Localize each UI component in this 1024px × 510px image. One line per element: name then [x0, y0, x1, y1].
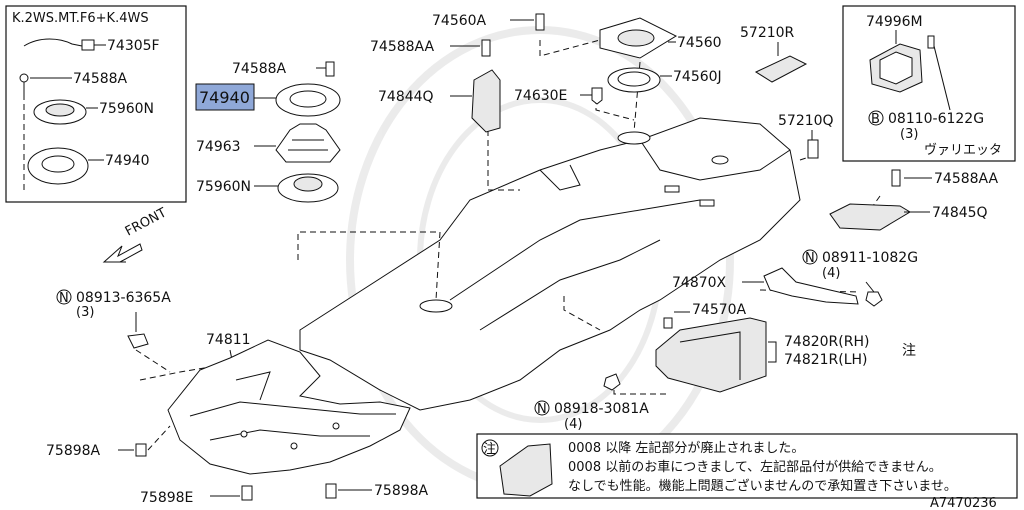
inset-label-74996M: 74996M: [866, 14, 923, 30]
label-57210Q: 57210Q: [778, 113, 834, 129]
label-75898A-bottom: 75898A: [374, 483, 429, 499]
label-08913: 08913-6365A: [76, 290, 171, 306]
label-74845Q: 74845Q: [932, 205, 988, 221]
qty-08913: (3): [76, 305, 94, 320]
label-74963: 74963: [196, 139, 241, 155]
inset-right: 74996M B 08110-6122G (3) ヴァリエッタ: [842, 5, 1016, 162]
bolt-74588A: [325, 61, 335, 77]
label-74820R: 74820R(RH): [784, 334, 869, 350]
inset-label-74588A: 74588A: [73, 71, 128, 87]
label-74588A: 74588A: [232, 61, 287, 77]
label-74560: 74560: [677, 35, 722, 51]
label-74940: 74940: [199, 88, 250, 107]
label-74560A: 74560A: [432, 13, 487, 29]
label-74821R: 74821R(LH): [784, 352, 868, 368]
label-74630E: 74630E: [514, 88, 567, 104]
bolt-74588AA-top: [481, 39, 491, 57]
label-74870X: 74870X: [672, 275, 727, 291]
floor-pan: [299, 117, 801, 411]
b-symbol: [868, 110, 884, 126]
label-75898E: 75898E: [140, 490, 193, 506]
label-74940-highlight: [195, 83, 255, 111]
inset-qty: (3): [900, 127, 918, 142]
n-symbol-08911: [802, 249, 818, 265]
cable-74305F: [81, 39, 95, 51]
label-74560J: 74560J: [673, 69, 722, 85]
cover-74845Q: [829, 203, 911, 231]
bracket-74820R: [655, 317, 767, 393]
label-75960N: 75960N: [196, 179, 251, 195]
inset-left-title: K.2WS.MT.F6+K.4WS: [12, 11, 149, 26]
center-top-parts: 74560A 74588AA 74844Q 74630E 74560 74560…: [370, 13, 834, 159]
note-bracket-illustration: [499, 443, 553, 497]
bolt-74560A: [535, 13, 545, 31]
label-front: FRONT: [123, 205, 169, 239]
svg-text:N: N: [805, 251, 815, 266]
note-mark: 注: [483, 442, 496, 457]
clip-75898E: [241, 485, 253, 501]
clip-75898A-bottom: [325, 483, 337, 499]
svg-text:N: N: [59, 291, 69, 306]
label-08918: 08918-3081A: [554, 401, 649, 417]
nut-08911: [865, 291, 883, 307]
n-symbol-08918: [534, 400, 550, 416]
bracket-74870X: [763, 267, 859, 305]
bracket-74844Q: [471, 69, 501, 133]
note-box: 注 0008 以降 左記部分が廃止されました。 0008 以前のお車につきまして…: [476, 433, 1018, 499]
svg-text:N: N: [537, 402, 547, 417]
boot-74963: [275, 123, 341, 163]
note-line-3: なしでも性能。機能上問題ございませんので承知置き下さいませ。: [568, 478, 957, 494]
label-74588AA-right: 74588AA: [934, 171, 999, 187]
svg-text:B: B: [871, 112, 880, 127]
clip-57210Q: [807, 139, 819, 159]
diagram-id: A7470236: [930, 496, 997, 510]
label-74588AA-top: 74588AA: [370, 39, 435, 55]
qty-08911: (4): [822, 266, 840, 281]
qty-08918: (4): [564, 417, 582, 432]
nut-08913: [127, 333, 149, 349]
inset-left: K.2WS.MT.F6+K.4WS 74305F 74588A 75960N 7…: [5, 5, 187, 203]
note-line-2: 0008 以前のお車につきまして、左記部品付が供給できません。: [568, 459, 942, 475]
inset-label-08110: 08110-6122G: [888, 111, 984, 127]
inset-label-75960N: 75960N: [99, 101, 154, 117]
label-74570A: 74570A: [692, 302, 747, 318]
inset-label-74305F: 74305F: [107, 38, 160, 54]
label-57210R: 57210R: [740, 25, 795, 41]
right-side-parts: 74588AA 74845Q N 08911-1082G (4) 74870X …: [534, 169, 999, 432]
bolt-74570A: [663, 317, 673, 329]
note-line-1: 0008 以降 左記部分が廃止されました。: [568, 440, 804, 456]
nut-08918: [603, 373, 621, 391]
label-74844Q: 74844Q: [378, 89, 434, 105]
clip-74630E: [591, 87, 603, 105]
pad-57210R: [754, 55, 808, 83]
clip-75898A-left: [135, 443, 147, 457]
bolt-74588AA-right: [891, 169, 901, 187]
label-chu: 注: [902, 343, 916, 359]
inset-note: ヴァリエッタ: [924, 142, 1002, 158]
label-74811: 74811: [206, 332, 251, 348]
front-arrow-icon: [102, 243, 143, 263]
label-08911: 08911-1082G: [822, 250, 918, 266]
inset-label-74940: 74940: [105, 153, 150, 169]
n-symbol-08913: [56, 289, 72, 305]
label-75898A-left: 75898A: [46, 443, 101, 459]
shift-boot-stack: 74588A 74940 74963 75960N: [195, 61, 341, 203]
